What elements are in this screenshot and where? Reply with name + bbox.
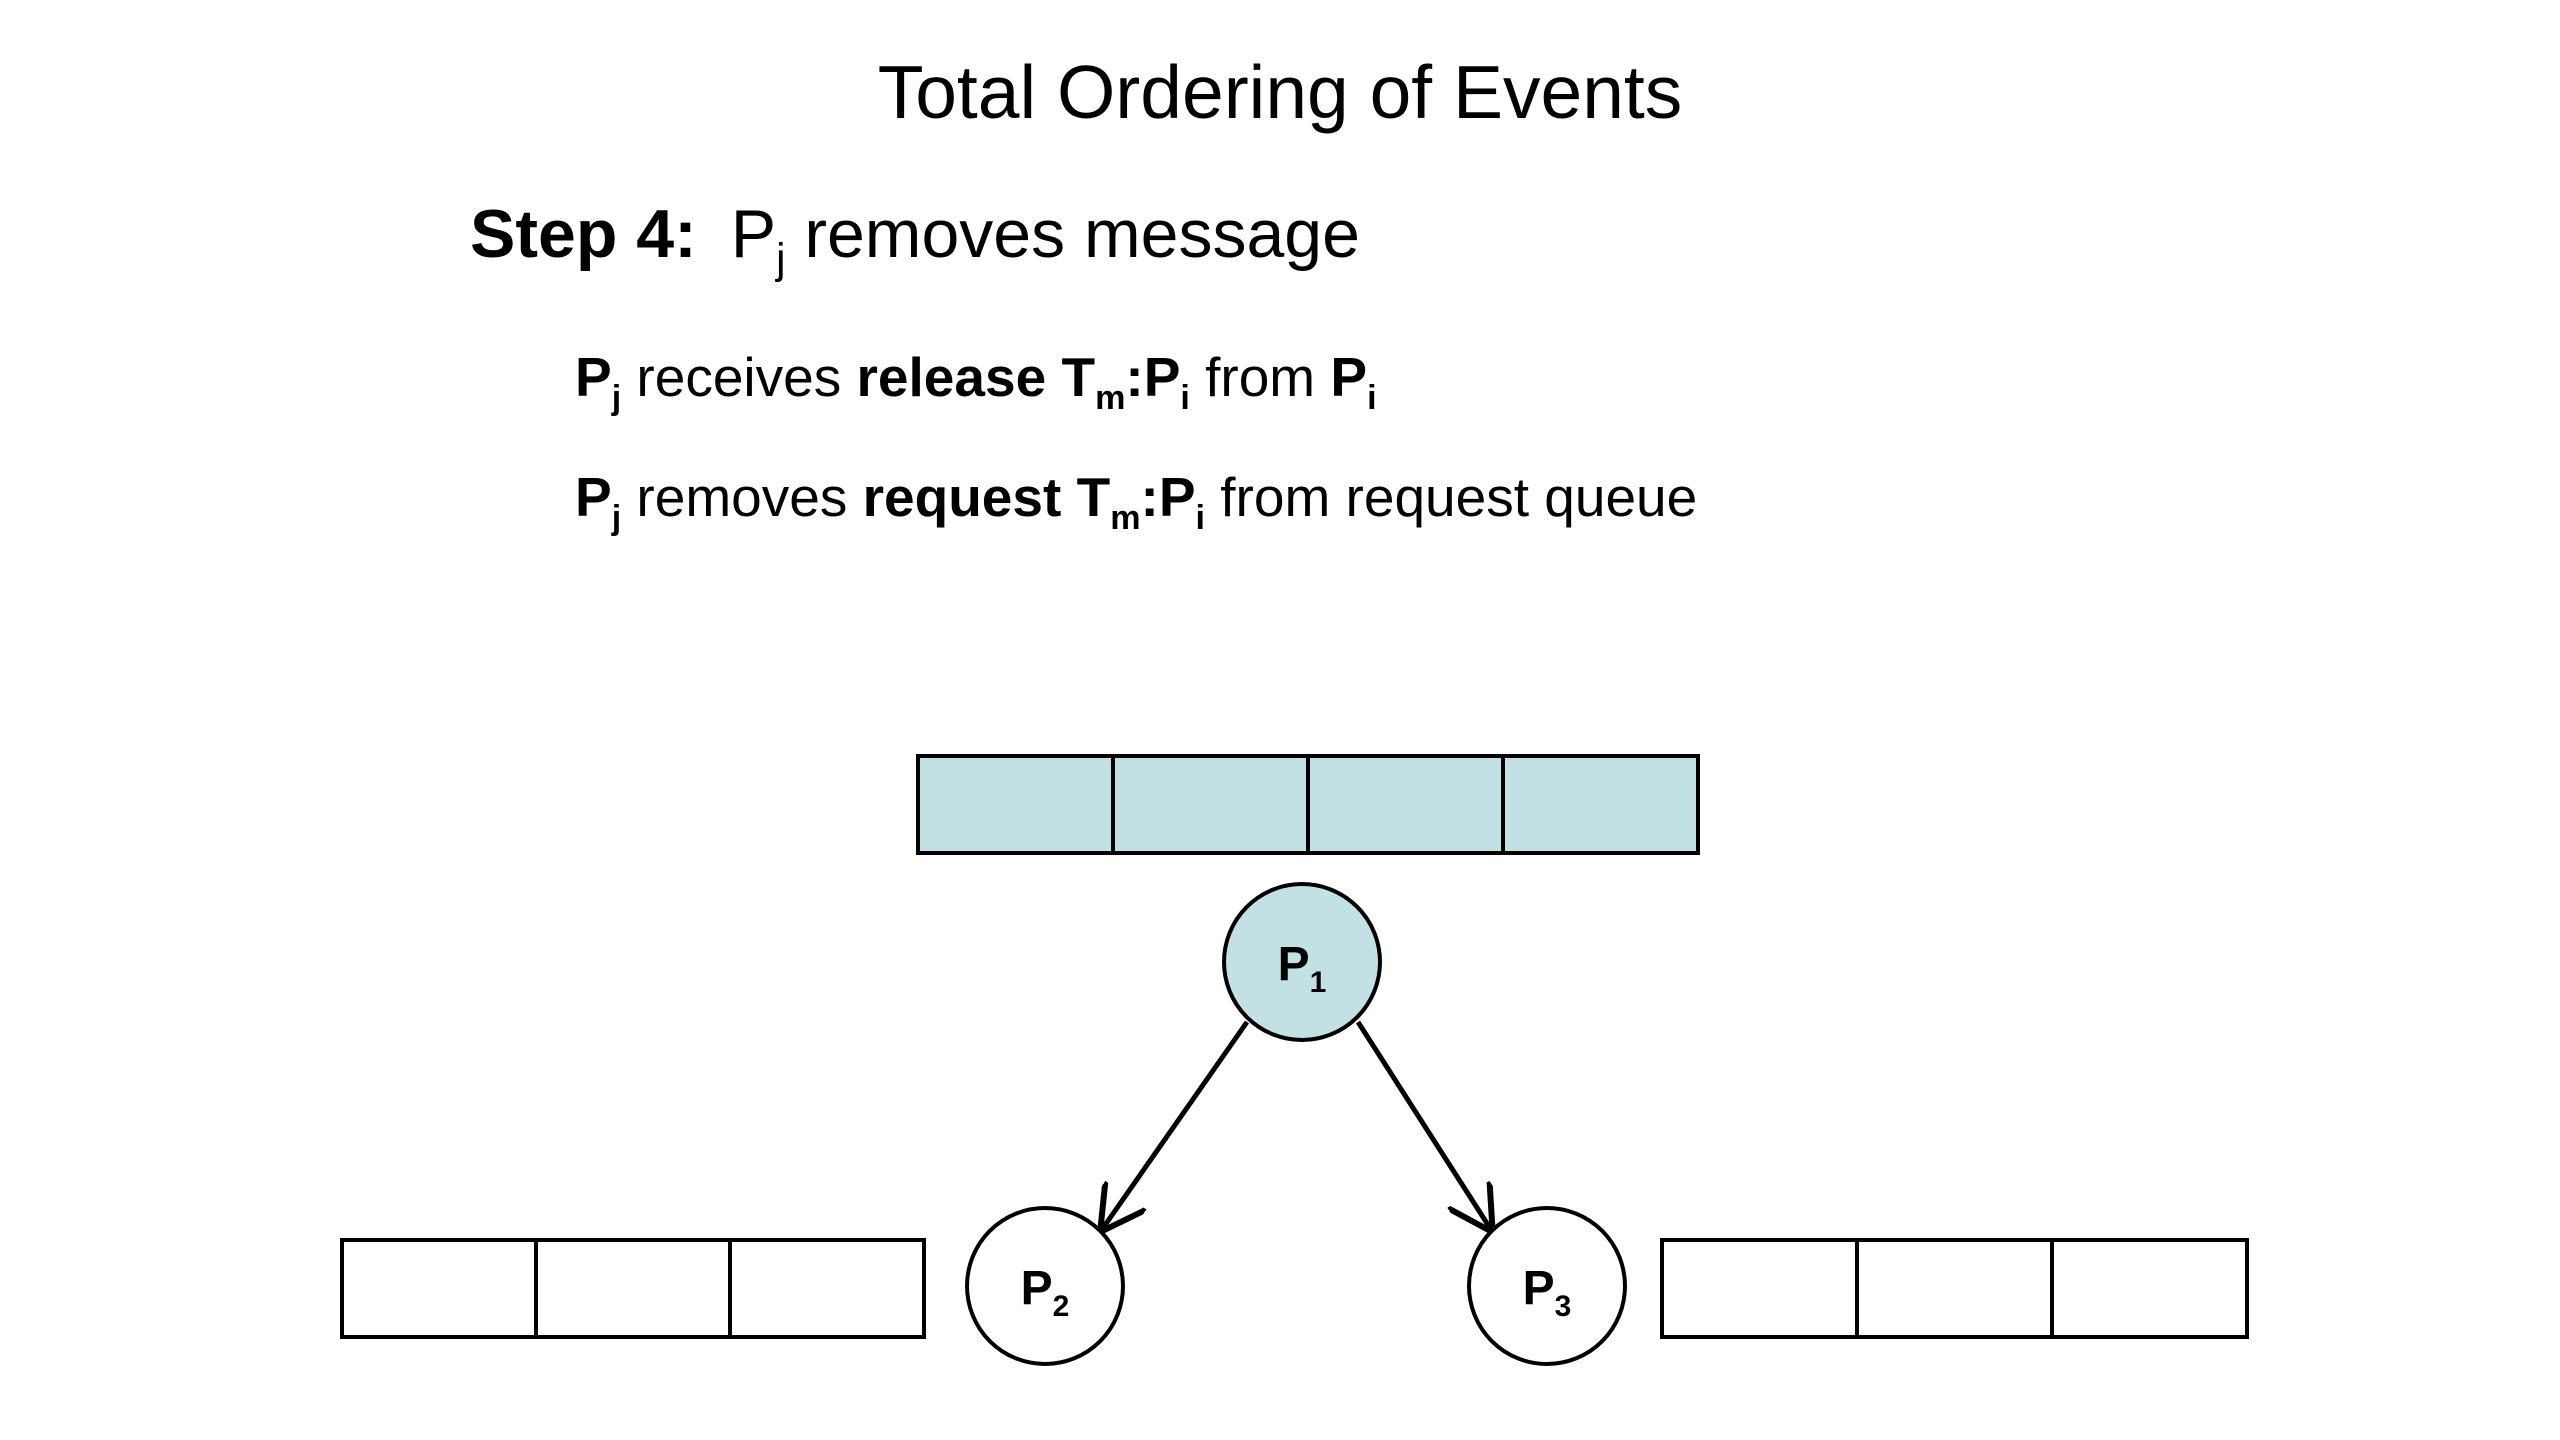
node-p3-circle (1467, 1206, 1627, 1366)
process-label: P (575, 346, 612, 408)
sender-subscript: i (1180, 378, 1190, 417)
sender-subscript: i (1195, 498, 1205, 537)
bullet-text: removes (621, 466, 863, 528)
bullet-text: receives (621, 346, 857, 408)
edge-p1-to-p3 (1355, 1020, 1490, 1228)
process-subscript: j (611, 378, 622, 417)
queue-p1-cell-3 (1306, 754, 1505, 855)
queue-p1-cell-4 (1501, 754, 1700, 855)
queue-p3-cell-2 (1855, 1238, 2054, 1339)
bullet-receive-release: Pj receives release Tm:Pi from Pi (575, 350, 1377, 416)
queue-p1-cell-1 (916, 754, 1115, 855)
queue-p2-cell-2 (534, 1238, 732, 1339)
edge-p1-to-p2 (1103, 1020, 1250, 1228)
queue-p3-cell-3 (2050, 1238, 2249, 1339)
timestamp-subscript: m (1095, 378, 1126, 417)
bullet-text: from (1189, 346, 1331, 408)
keyword-request: request (862, 466, 1062, 528)
process-subscript: j (611, 498, 622, 537)
timestamp-subscript: m (1110, 498, 1141, 537)
node-p1-label: P1 (1278, 938, 1327, 999)
source-process-subscript: i (1367, 378, 1377, 417)
bullet-text: from request queue (1204, 466, 1698, 528)
node-p1-circle (1222, 882, 1382, 1042)
source-process-label: P (1330, 346, 1368, 408)
timestamp-label: T (1061, 346, 1096, 408)
timestamp-label: T (1076, 466, 1111, 528)
step-process-subscript: j (776, 235, 786, 283)
keyword-release: release (856, 346, 1047, 408)
process-label: P (575, 466, 612, 528)
node-p2-circle (965, 1206, 1125, 1366)
node-p3-label: P3 (1523, 1262, 1572, 1323)
node-p3: P3 (1467, 1206, 1627, 1366)
step-text: removes message (785, 196, 1360, 272)
queue-p1 (916, 754, 1700, 855)
step-label: Step 4: (470, 196, 697, 272)
queue-p3 (1660, 1238, 2249, 1339)
slide-title: Total Ordering of Events (877, 50, 1683, 134)
node-p2: P2 (965, 1206, 1125, 1366)
queue-p3-cell-1 (1660, 1238, 1859, 1339)
queue-p1-cell-2 (1111, 754, 1310, 855)
step-heading: Step 4:Pj removes message (470, 200, 1360, 280)
node-p1: P1 (1222, 882, 1382, 1042)
sender-label: :P (1140, 466, 1196, 528)
node-p2-label: P2 (1021, 1262, 1070, 1323)
queue-p2 (340, 1238, 926, 1339)
step-process: P (730, 196, 777, 272)
sender-label: :P (1125, 346, 1181, 408)
queue-p2-cell-3 (728, 1238, 926, 1339)
queue-p2-cell-1 (340, 1238, 538, 1339)
bullet-remove-request: Pj removes request Tm:Pi from request qu… (575, 470, 1697, 536)
